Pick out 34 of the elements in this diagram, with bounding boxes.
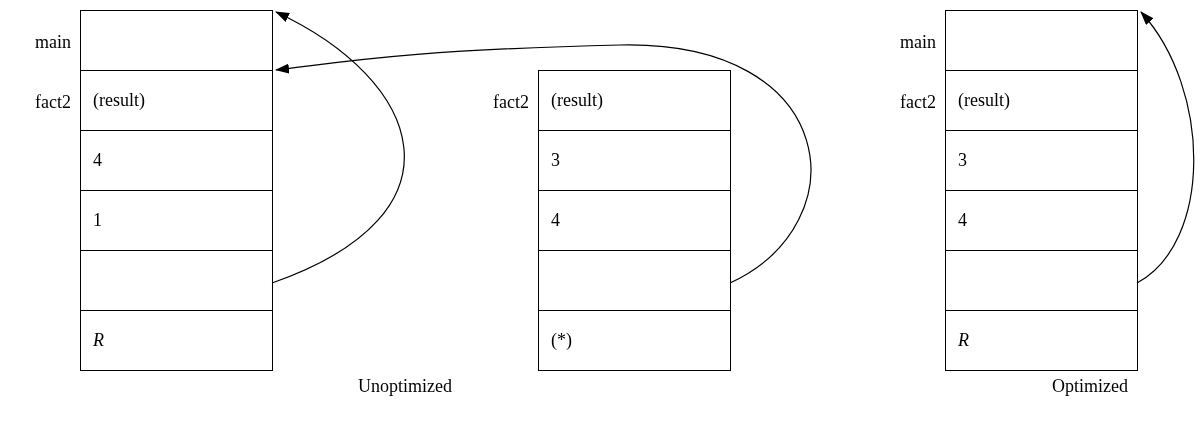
stack-slot bbox=[538, 130, 731, 191]
frame-label: main bbox=[35, 31, 71, 54]
stack-slot bbox=[80, 190, 273, 251]
slot-value: (result) bbox=[93, 89, 145, 112]
slot-value: 1 bbox=[93, 209, 102, 232]
slot-value: 3 bbox=[551, 149, 560, 172]
frame-label: fact2 bbox=[900, 91, 936, 114]
stack-slot bbox=[538, 190, 731, 251]
slot-value: (result) bbox=[551, 89, 603, 112]
arrow bbox=[1136, 11, 1195, 284]
slot-value: (*) bbox=[551, 329, 572, 352]
stack-slot bbox=[80, 250, 273, 311]
arrow bbox=[271, 11, 405, 284]
slot-value: 4 bbox=[93, 149, 102, 172]
stack-slot bbox=[80, 130, 273, 191]
slot-value: 3 bbox=[958, 149, 967, 172]
stack-slot bbox=[538, 250, 731, 311]
slot-value: 4 bbox=[958, 209, 967, 232]
stack-caption: Optimized bbox=[1051, 375, 1129, 398]
frame-label: fact2 bbox=[493, 91, 529, 114]
slot-value: 4 bbox=[551, 209, 560, 232]
frame-label: main bbox=[900, 31, 936, 54]
stack-caption: Unoptimized bbox=[357, 375, 453, 398]
arrow bbox=[275, 44, 812, 284]
stack-slot bbox=[945, 190, 1138, 251]
frame-label: fact2 bbox=[35, 91, 71, 114]
stack-slot bbox=[945, 250, 1138, 311]
stack-slot bbox=[80, 310, 273, 371]
stack-slot bbox=[945, 130, 1138, 191]
stack-slot bbox=[945, 310, 1138, 371]
slot-value: R bbox=[958, 329, 969, 352]
stack-slot bbox=[538, 310, 731, 371]
slot-value: (result) bbox=[958, 89, 1010, 112]
slot-value: R bbox=[93, 329, 104, 352]
